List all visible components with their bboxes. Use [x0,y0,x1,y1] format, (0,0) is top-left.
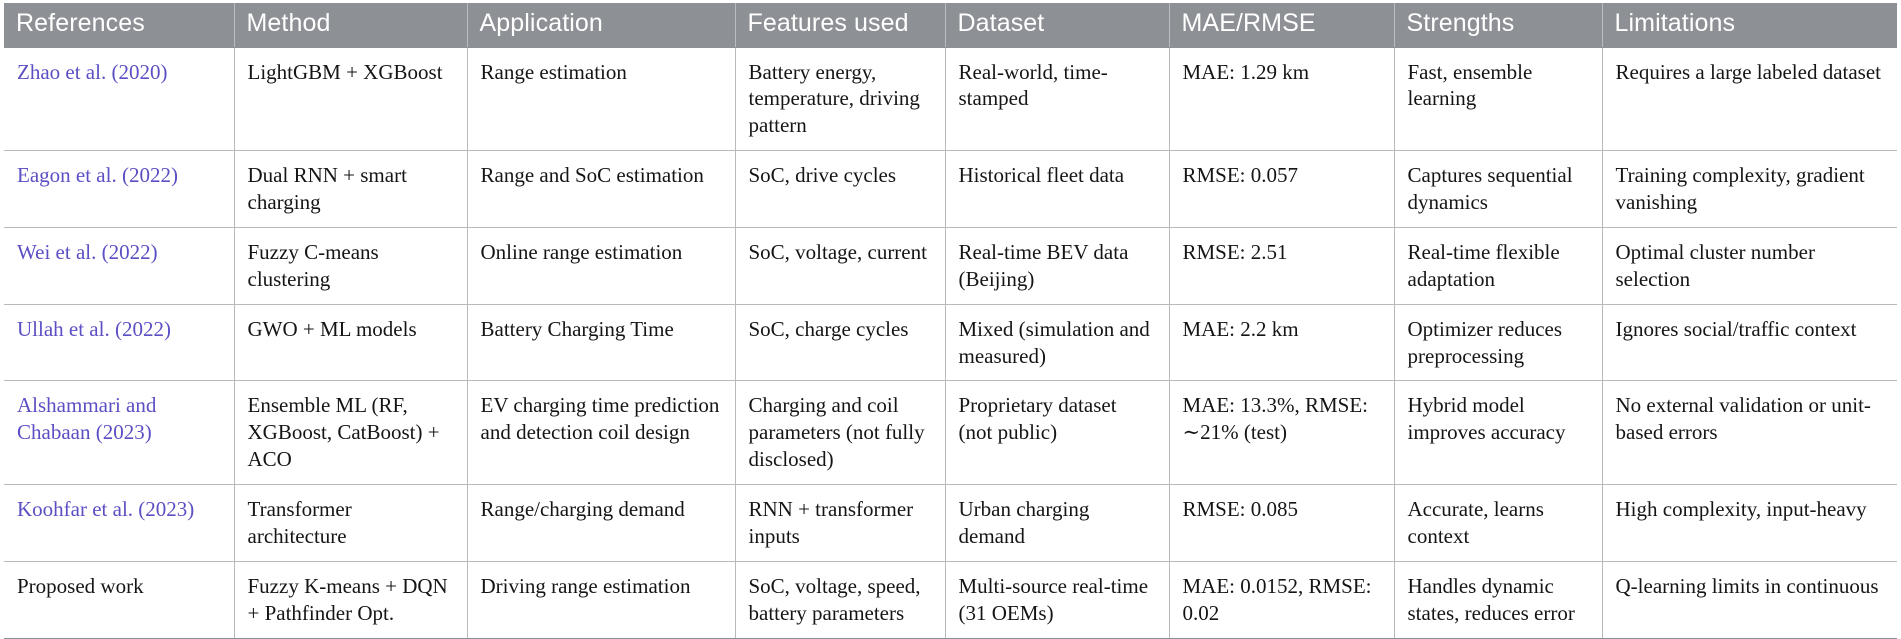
comparison-table: References Method Application Features u… [4,3,1897,639]
table-row: Ullah et al. (2022) GWO + ML models Batt… [4,304,1897,382]
column-header-application: Application [467,3,736,48]
cell-method: GWO + ML models [234,304,468,382]
reference-label: Proposed work [17,573,144,598]
reference-link[interactable]: Wei et al. (2022) [17,239,158,264]
column-header-strengths: Strengths [1394,3,1603,48]
cell-reference: Zhao et al. (2020) [4,47,235,152]
cell-features-used: SoC, voltage, speed, battery parameters [735,561,946,639]
cell-application: Battery Charging Time [467,304,736,382]
cell-reference: Wei et al. (2022) [4,227,235,305]
cell-strengths: Hybrid model improves accuracy [1394,380,1603,485]
cell-features-used: SoC, voltage, current [735,227,946,305]
cell-features-used: Battery energy, temperature, driving pat… [735,47,946,152]
cell-method: Fuzzy C-means clustering [234,227,468,305]
cell-dataset: Urban charging demand [945,484,1170,562]
cell-mae-rmse: MAE: 1.29 km [1169,47,1395,152]
cell-dataset: Real-time BEV data (Beijing) [945,227,1170,305]
cell-strengths: Handles dynamic states, reduces error [1394,561,1603,639]
column-header-dataset: Dataset [945,3,1170,48]
cell-strengths: Accurate, learns context [1394,484,1603,562]
cell-dataset: Historical fleet data [945,150,1170,228]
cell-application: Driving range estimation [467,561,736,639]
table-row: Alshammari and Chabaan (2023) Ensemble M… [4,380,1897,485]
cell-features-used: Charging and coil parameters (not fully … [735,380,946,485]
cell-method: Fuzzy K-means + DQN + Pathfinder Opt. [234,561,468,639]
cell-limitations: Q-learning limits in continuous [1602,561,1897,639]
cell-dataset: Mixed (simulation and measured) [945,304,1170,382]
table-row: Eagon et al. (2022) Dual RNN + smart cha… [4,150,1897,228]
cell-dataset: Multi-source real-time (31 OEMs) [945,561,1170,639]
table-header: References Method Application Features u… [4,3,1897,48]
reference-link[interactable]: Zhao et al. (2020) [17,59,168,84]
cell-method: Ensemble ML (RF, XGBoost, CatBoost) + AC… [234,380,468,485]
cell-mae-rmse: RMSE: 2.51 [1169,227,1395,305]
cell-limitations: Optimal cluster number selection [1602,227,1897,305]
cell-limitations: Requires a large labeled dataset [1602,47,1897,152]
cell-mae-rmse: RMSE: 0.057 [1169,150,1395,228]
reference-link[interactable]: Alshammari and Chabaan (2023) [17,393,157,445]
cell-features-used: SoC, drive cycles [735,150,946,228]
column-header-method: Method [234,3,468,48]
table-body: Zhao et al. (2020) LightGBM + XGBoost Ra… [4,47,1897,639]
cell-method: Transformer architecture [234,484,468,562]
cell-application: EV charging time prediction and detectio… [467,380,736,485]
column-header-features-used: Features used [735,3,946,48]
cell-strengths: Real-time flexible adaptation [1394,227,1603,305]
cell-dataset: Proprietary dataset (not public) [945,380,1170,485]
column-header-mae-rmse: MAE/RMSE [1169,3,1395,48]
cell-mae-rmse: RMSE: 0.085 [1169,484,1395,562]
cell-limitations: No external validation or unit-based err… [1602,380,1897,485]
cell-reference: Alshammari and Chabaan (2023) [4,380,235,485]
cell-reference: Eagon et al. (2022) [4,150,235,228]
cell-mae-rmse: MAE: 13.3%, RMSE: ∼21% (test) [1169,380,1395,485]
reference-link[interactable]: Eagon et al. (2022) [17,163,178,188]
cell-dataset: Real-world, time-stamped [945,47,1170,152]
cell-strengths: Captures sequential dynamics [1394,150,1603,228]
table-row: Wei et al. (2022) Fuzzy C-means clusteri… [4,227,1897,305]
cell-reference: Ullah et al. (2022) [4,304,235,382]
cell-application: Range estimation [467,47,736,152]
cell-limitations: High complexity, input-heavy [1602,484,1897,562]
table-header-row: References Method Application Features u… [4,3,1897,48]
cell-limitations: Training complexity, gradient vanishing [1602,150,1897,228]
table-row: Zhao et al. (2020) LightGBM + XGBoost Ra… [4,47,1897,152]
reference-link[interactable]: Koohfar et al. (2023) [17,497,195,521]
cell-application: Range and SoC estimation [467,150,736,228]
comparison-table-container: References Method Application Features u… [4,3,1897,639]
cell-mae-rmse: MAE: 0.0152, RMSE: 0.02 [1169,561,1395,639]
cell-method: Dual RNN + smart charging [234,150,468,228]
cell-reference: Koohfar et al. (2023) [4,484,235,562]
column-header-limitations: Limitations [1602,3,1897,48]
cell-strengths: Optimizer reduces preprocessing [1394,304,1603,382]
cell-features-used: SoC, charge cycles [735,304,946,382]
table-row: Proposed work Fuzzy K-means + DQN + Path… [4,561,1897,639]
cell-reference: Proposed work [4,561,235,639]
cell-method: LightGBM + XGBoost [234,47,468,152]
cell-strengths: Fast, ensemble learning [1394,47,1603,152]
cell-application: Range/charging demand [467,484,736,562]
reference-link[interactable]: Ullah et al. (2022) [17,316,171,341]
cell-features-used: RNN + transformer inputs [735,484,946,562]
table-row: Koohfar et al. (2023) Transformer archit… [4,484,1897,562]
cell-application: Online range estimation [467,227,736,305]
cell-mae-rmse: MAE: 2.2 km [1169,304,1395,382]
column-header-references: References [4,3,235,48]
cell-limitations: Ignores social/traffic context [1602,304,1897,382]
